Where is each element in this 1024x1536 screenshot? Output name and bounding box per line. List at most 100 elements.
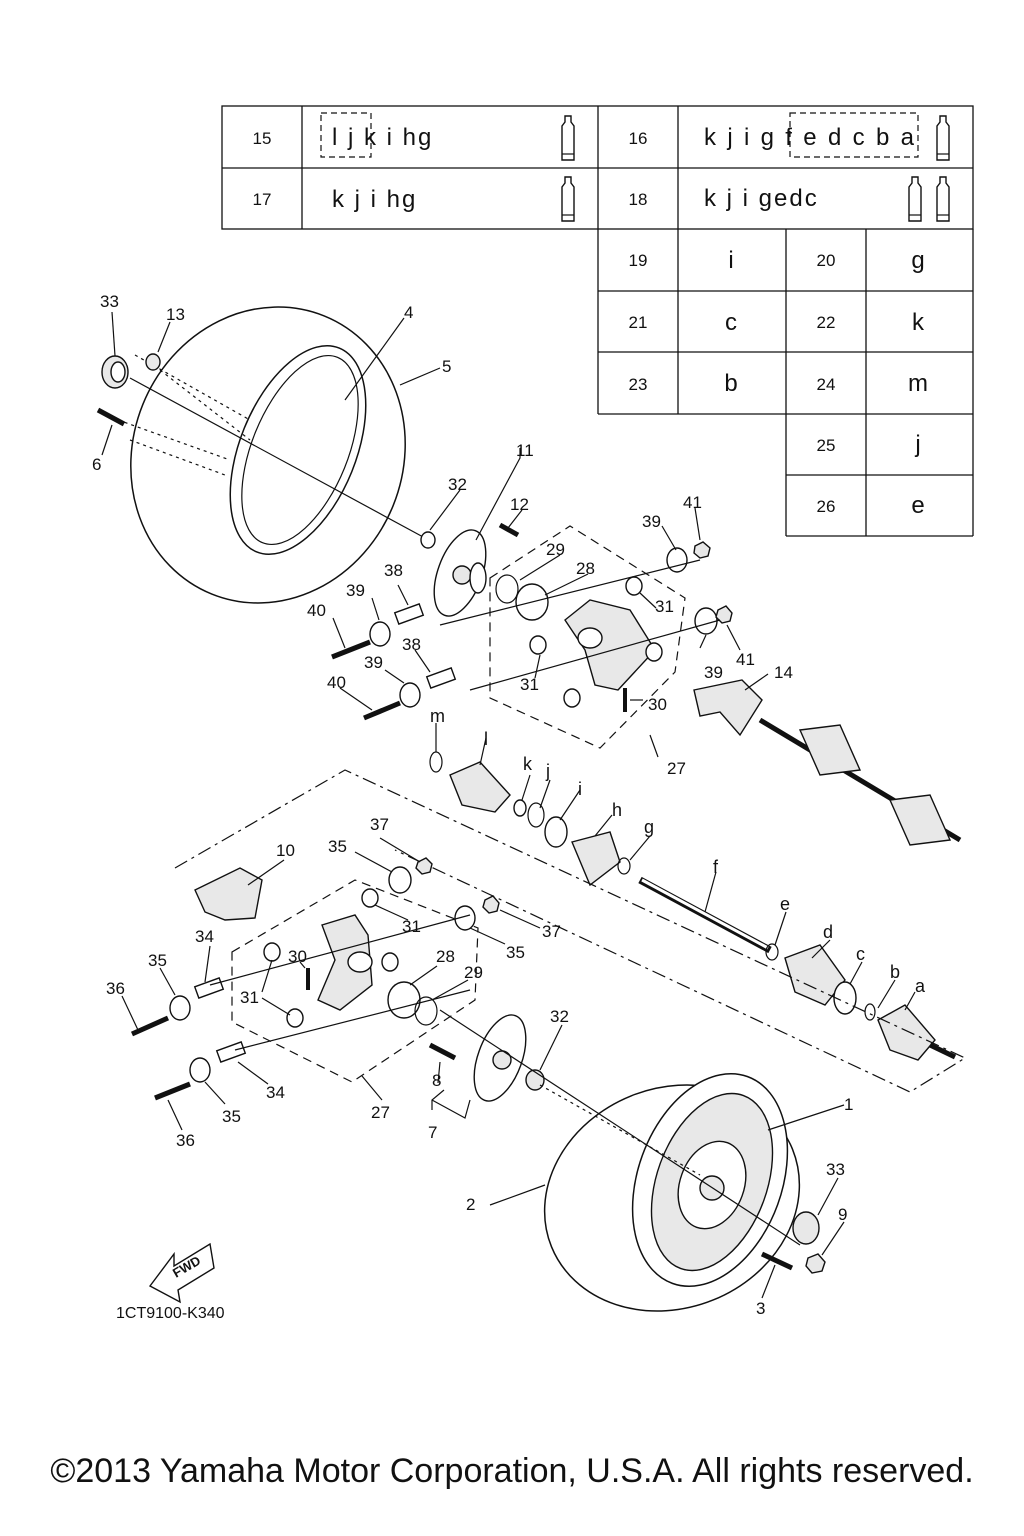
callout-31: 31	[240, 988, 259, 1007]
table-val-25: j	[914, 431, 922, 458]
callout-35: 35	[506, 943, 525, 962]
callout-30: 30	[288, 947, 307, 966]
table-val-26: e	[911, 492, 926, 519]
grease-tube-icon	[936, 176, 950, 222]
callout-35: 35	[148, 951, 167, 970]
callout-29: 29	[464, 963, 483, 982]
callout-39: 39	[642, 512, 661, 531]
table-num-24: 24	[817, 375, 836, 394]
callout-29: 29	[546, 540, 565, 559]
letter-j: j	[545, 761, 550, 781]
stud-6	[96, 407, 126, 427]
grease-tube-icon	[908, 176, 922, 222]
drive-shaft-upper	[429, 717, 962, 1061]
nut-33	[101, 355, 129, 389]
callout-38: 38	[402, 635, 421, 654]
nut-13	[145, 353, 161, 371]
table-letters-17: k j i hg	[332, 186, 417, 213]
callout-labels: 33 13 4 5 6 11 12 32 29 28 39 41 31 38 3…	[92, 292, 926, 1318]
callout-36: 36	[176, 1131, 195, 1150]
callout-13: 13	[166, 305, 185, 324]
callout-37: 37	[370, 815, 389, 834]
callout-1: 1	[844, 1095, 853, 1114]
table-letters-15: l j k i hg	[332, 124, 433, 151]
letter-k: k	[523, 754, 533, 774]
knuckle-upper	[564, 599, 656, 691]
lubrication-table: 15 l j k i hg 16 k j i g f e d c b a 17 …	[221, 105, 974, 537]
table-num-23: 23	[629, 375, 648, 394]
leader-lines	[101, 311, 916, 1299]
upper-knuckle-group	[331, 522, 763, 749]
callout-31: 31	[402, 917, 421, 936]
callout-3: 3	[756, 1299, 765, 1318]
callout-39: 39	[364, 653, 383, 672]
letter-g: g	[644, 817, 654, 837]
table-num-16: 16	[629, 129, 648, 148]
upper-wheel-assembly	[96, 306, 426, 604]
callout-35: 35	[328, 837, 347, 856]
callout-34: 34	[266, 1083, 285, 1102]
letter-d: d	[823, 922, 833, 942]
table-val-20: g	[911, 247, 926, 274]
callout-10: 10	[276, 841, 295, 860]
callout-14: 14	[774, 663, 793, 682]
fwd-arrow-icon: FWD	[148, 1242, 215, 1304]
copyright-notice: ©2013 Yamaha Motor Corporation, U.S.A. A…	[50, 1452, 974, 1490]
callout-2: 2	[466, 1195, 475, 1214]
grease-tube-icon	[936, 115, 950, 161]
table-num-21: 21	[629, 313, 648, 332]
callout-5: 5	[442, 357, 451, 376]
letter-e: e	[780, 894, 790, 914]
letter-f: f	[713, 857, 719, 877]
callout-31: 31	[520, 675, 539, 694]
table-num-26: 26	[817, 497, 836, 516]
callout-38: 38	[384, 561, 403, 580]
callout-34: 34	[195, 927, 214, 946]
diagram-code: 1CT9100-K340	[116, 1305, 225, 1322]
letter-m: m	[430, 706, 445, 726]
callout-33: 33	[100, 292, 119, 311]
table-val-21: c	[725, 309, 739, 336]
callout-40: 40	[327, 673, 346, 692]
table-num-22: 22	[817, 313, 836, 332]
callout-12: 12	[510, 495, 529, 514]
table-num-20: 20	[817, 251, 836, 270]
callout-27: 27	[371, 1103, 390, 1122]
callout-36: 36	[106, 979, 125, 998]
wheel-4	[229, 344, 367, 556]
letter-a: a	[915, 976, 926, 996]
callout-30: 30	[648, 695, 667, 714]
callout-40: 40	[307, 601, 326, 620]
callout-41: 41	[683, 493, 702, 512]
letter-b: b	[890, 962, 900, 982]
bracket-10	[194, 867, 263, 921]
grease-tube-icon	[561, 176, 575, 222]
table-letters-18: k j i gedc	[704, 185, 819, 212]
callout-28: 28	[576, 559, 595, 578]
lower-wheel-assembly	[439, 1009, 826, 1312]
grease-tube-icon	[561, 115, 575, 161]
callout-41: 41	[736, 650, 755, 669]
callout-11: 11	[516, 441, 534, 460]
letter-c: c	[856, 944, 865, 964]
callout-4: 4	[404, 303, 413, 322]
letter-h: h	[612, 800, 622, 820]
callout-8: 8	[432, 1071, 441, 1090]
callout-32: 32	[448, 475, 467, 494]
table-val-22: k	[912, 309, 926, 336]
table-num-18: 18	[629, 190, 648, 209]
table-val-23: b	[724, 370, 739, 397]
callout-9: 9	[838, 1205, 847, 1224]
callout-33: 33	[826, 1160, 845, 1179]
callout-32: 32	[550, 1007, 569, 1026]
letter-i: i	[578, 779, 582, 799]
callout-39: 39	[346, 581, 365, 600]
callout-35: 35	[222, 1107, 241, 1126]
callout-28: 28	[436, 947, 455, 966]
callout-39: 39	[704, 663, 723, 682]
table-letters-16: k j i g f e d c b a	[704, 124, 916, 151]
callout-7: 7	[428, 1123, 437, 1142]
table-num-25: 25	[817, 436, 836, 455]
lower-knuckle-group	[130, 857, 545, 1102]
